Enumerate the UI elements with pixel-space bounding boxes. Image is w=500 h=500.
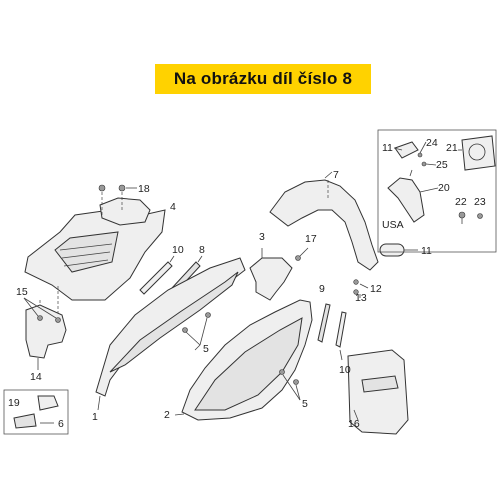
part-9-trim-strip [317, 303, 331, 343]
label-6: 6 [58, 418, 64, 430]
part-3-center-bracket [249, 248, 293, 301]
part-17-screw [295, 247, 309, 261]
label-5-upper: 5 [203, 343, 209, 355]
part-7-rear-fender [269, 171, 379, 271]
label-18: 18 [138, 183, 150, 195]
label-20: 20 [438, 182, 450, 194]
part-11-reflector [379, 243, 418, 257]
label-8: 8 [199, 244, 205, 256]
label-11-usa: 11 [382, 142, 393, 154]
label-2: 2 [164, 409, 170, 421]
usa-inset-box [377, 129, 497, 253]
label-1: 1 [92, 411, 98, 423]
part-5-screws-lower [279, 369, 301, 401]
part-16-rear-cover [347, 349, 409, 435]
label-17: 17 [305, 233, 317, 245]
label-4: 4 [170, 201, 176, 213]
parts-19-6-inset-box [3, 389, 69, 435]
part-number-banner: Na obrázku díl číslo 8 [155, 64, 371, 94]
label-16: 16 [348, 418, 360, 430]
label-7: 7 [333, 169, 339, 181]
label-19: 19 [8, 397, 20, 409]
part-12-13-screws [353, 279, 369, 298]
label-10-left: 10 [172, 244, 184, 256]
part-4-underseat-tray [24, 192, 166, 318]
label-10-right: 10 [339, 364, 351, 376]
label-24: 24 [426, 137, 438, 149]
label-3: 3 [259, 231, 265, 243]
label-5-lower: 5 [302, 398, 308, 410]
label-12: 12 [370, 283, 382, 295]
part-18-screws [98, 184, 137, 192]
usa-label: USA [382, 219, 404, 231]
part-15-screws [23, 297, 61, 323]
part-10-trim-strip-left [139, 255, 175, 295]
label-13: 13 [355, 292, 367, 304]
label-21: 21 [446, 142, 458, 154]
label-9: 9 [319, 283, 325, 295]
part-5-screws-upper [182, 312, 211, 351]
part-14-mud-flap [25, 304, 67, 370]
label-11-right: 11 [421, 245, 432, 257]
label-15: 15 [16, 286, 28, 298]
part-1-left-side-panel [95, 257, 246, 411]
part-10-trim-strip-right [335, 311, 347, 361]
label-23: 23 [474, 196, 486, 208]
part-2-right-side-panel [174, 299, 313, 421]
label-25: 25 [436, 159, 448, 171]
label-14: 14 [30, 371, 42, 383]
label-22: 22 [455, 196, 467, 208]
